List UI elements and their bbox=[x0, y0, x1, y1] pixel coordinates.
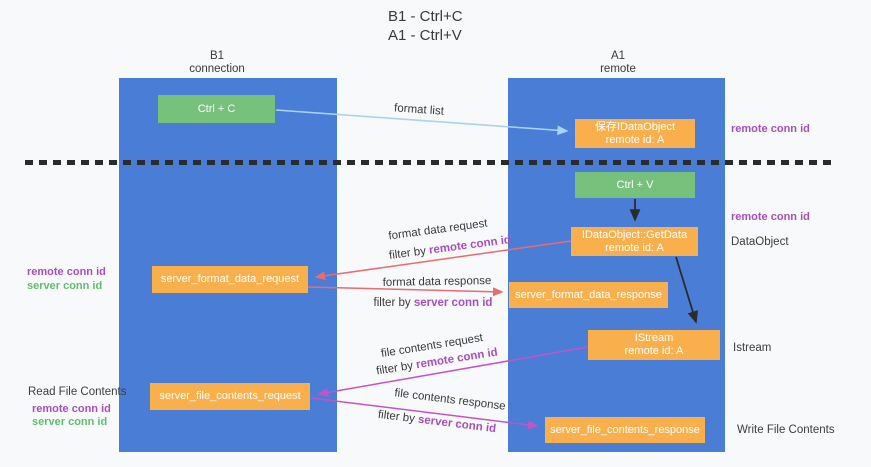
filter-by-server-conn-id-label-2: filter by server conn id bbox=[377, 409, 496, 435]
ctrl-c-label: Ctrl + C bbox=[197, 102, 236, 115]
file-contents-response-label: file contents response bbox=[393, 387, 507, 413]
filter-by-server-conn-id-label-1: filter by server conn id bbox=[374, 297, 493, 309]
istream-line1: IStream bbox=[634, 332, 674, 344]
column-b1-role: connection bbox=[189, 63, 245, 75]
idataobject-getdata-line1: IDataObject::GetData bbox=[581, 228, 688, 241]
istream-line2: remote id: A bbox=[624, 345, 684, 357]
dataobject-annotation: DataObject bbox=[731, 236, 789, 248]
server-format-data-response-node: server_format_data_response bbox=[509, 282, 668, 308]
column-a1-role: remote bbox=[600, 63, 636, 75]
write-file-contents-annotation: Write File Contents bbox=[737, 424, 835, 436]
idataobject-getdata-line2: remote id: A bbox=[605, 241, 664, 254]
column-b1-name: B1 bbox=[209, 50, 225, 62]
title-line-1: B1 - Ctrl+C bbox=[388, 8, 463, 25]
server-conn-id-keyword: server conn id bbox=[417, 413, 497, 436]
idataobject-getdata-node: IDataObject::GetData remote id: A bbox=[571, 227, 698, 256]
remote-conn-id-annotation-top: remote conn id bbox=[731, 123, 810, 135]
title-line-2: A1 - Ctrl+V bbox=[388, 27, 462, 44]
column-header-a1: A1 remote bbox=[518, 50, 718, 76]
istream-node: IStream remote id: A bbox=[588, 330, 720, 360]
remote-conn-id-annotation-format: remote conn id bbox=[27, 266, 106, 278]
remote-conn-id-annotation-dataobject: remote conn id bbox=[731, 211, 810, 223]
istream-annotation: Istream bbox=[733, 342, 772, 354]
server-file-contents-request-label: server_file_contents_request bbox=[159, 390, 301, 402]
ctrl-v-label: Ctrl + V bbox=[616, 178, 654, 191]
server-file-contents-request-node: server_file_contents_request bbox=[150, 383, 310, 410]
server-conn-id-keyword: server conn id bbox=[413, 297, 493, 309]
remote-conn-id-annotation-file: remote conn id bbox=[32, 403, 111, 415]
read-file-contents-annotation: Read File Contents bbox=[28, 386, 127, 398]
format-data-response-label: format data response bbox=[382, 275, 492, 289]
server-conn-id-annotation-format: server conn id bbox=[27, 280, 103, 292]
server-format-data-response-label: server_format_data_response bbox=[515, 288, 662, 301]
diagram-title: B1 - Ctrl+C A1 - Ctrl+V bbox=[388, 7, 463, 45]
filter-prefix: filter by bbox=[377, 408, 416, 426]
filter-prefix: filter by bbox=[388, 245, 427, 262]
server-file-contents-response-label: server_file_contents_response bbox=[550, 423, 700, 436]
ctrl-v-node: Ctrl + V bbox=[575, 172, 695, 198]
save-idataobject-line2: remote id: A bbox=[605, 133, 665, 146]
server-conn-id-annotation-file: server conn id bbox=[32, 416, 108, 428]
save-idataobject-node: 保存IDataObject remote id: A bbox=[575, 119, 695, 148]
remote-conn-id-keyword: remote conn id bbox=[428, 234, 512, 257]
filter-prefix: filter by bbox=[373, 297, 411, 309]
server-file-contents-response-node: server_file_contents_response bbox=[545, 417, 705, 443]
phase-separator-dashed-line bbox=[25, 160, 832, 165]
filter-prefix: filter by bbox=[375, 359, 414, 378]
column-header-b1: B1 connection bbox=[117, 50, 317, 76]
server-format-data-request-label: server_format_data_request bbox=[160, 273, 300, 285]
server-format-data-request-node: server_format_data_request bbox=[152, 266, 308, 293]
format-list-label: format list bbox=[393, 102, 445, 118]
ctrl-c-node: Ctrl + C bbox=[158, 95, 275, 123]
column-a1-name: A1 bbox=[610, 50, 626, 62]
save-idataobject-line1: 保存IDataObject bbox=[594, 120, 676, 133]
